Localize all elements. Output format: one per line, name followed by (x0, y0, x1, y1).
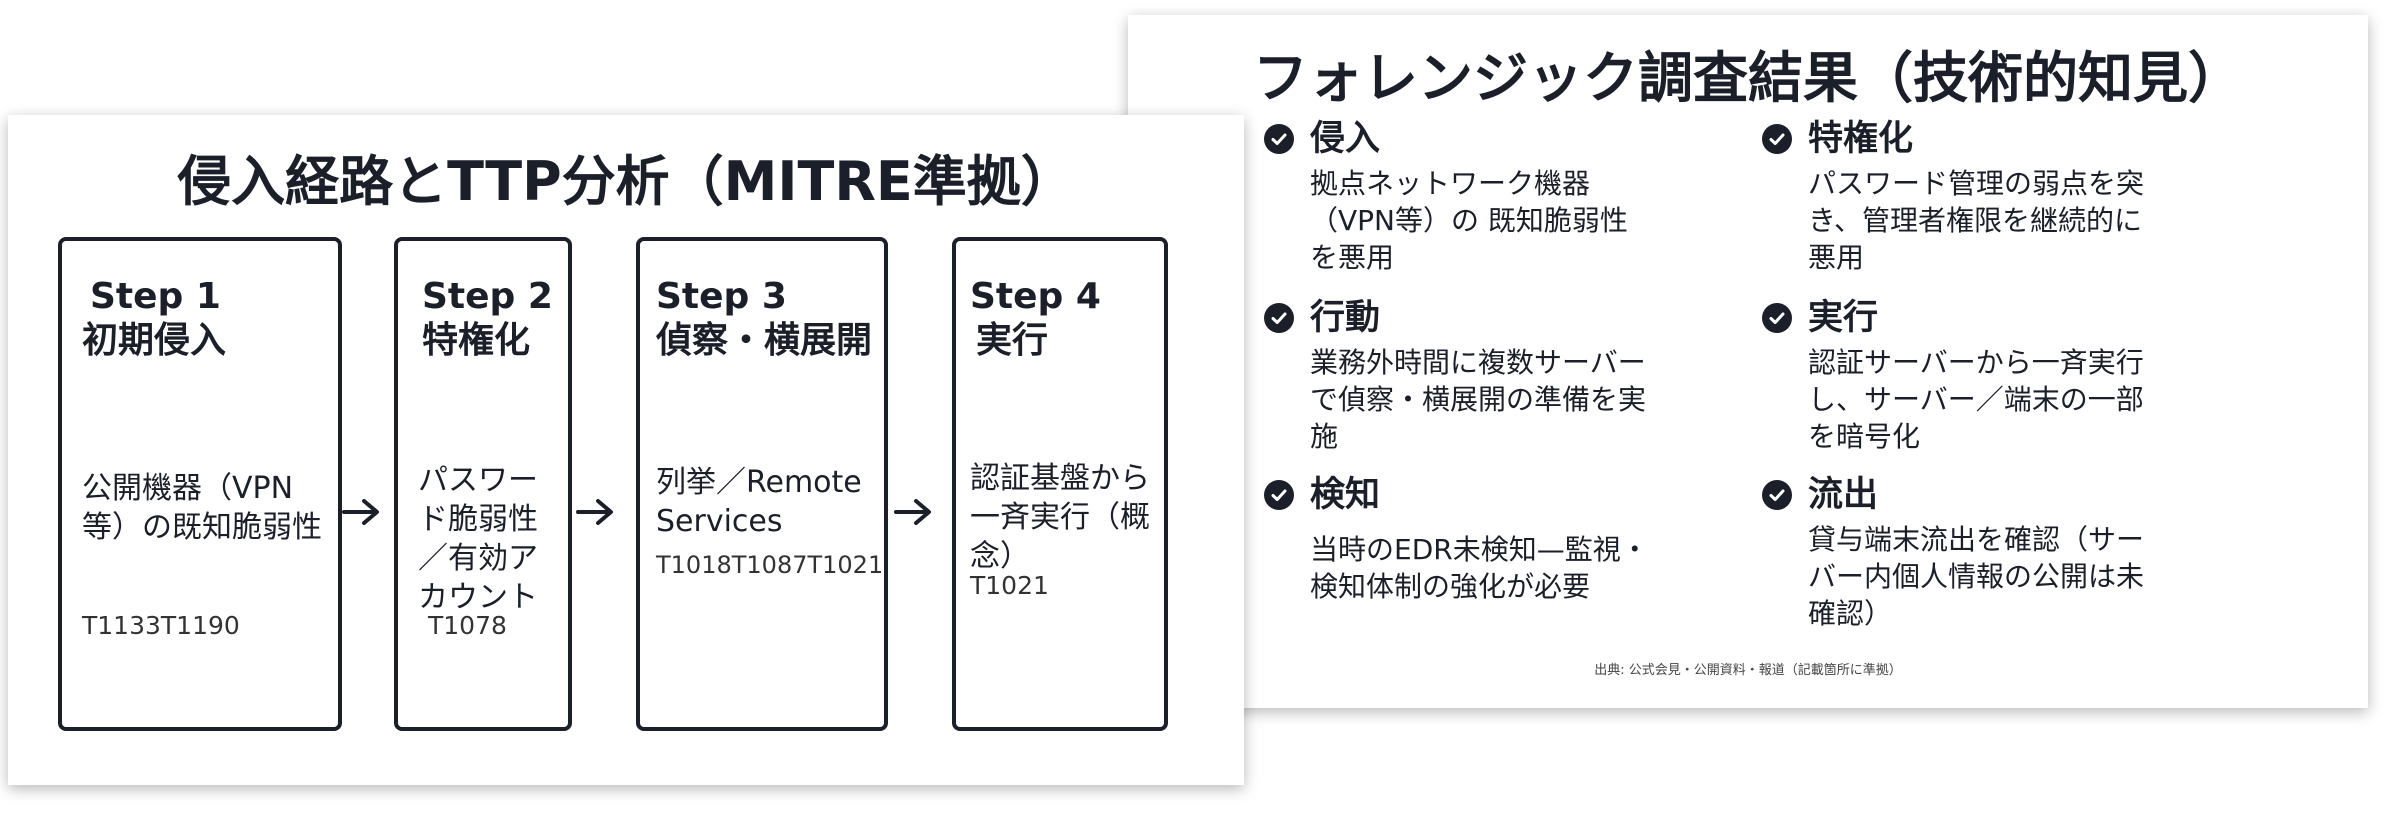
step-number: Step 2 (422, 276, 553, 317)
slide-title: フォレンジック調査結果（技術的知見） (1252, 46, 2243, 110)
check-circle-icon (1264, 124, 1294, 154)
arrow-right-icon (894, 499, 931, 525)
step-number: Step 4 (970, 276, 1101, 317)
step-name: 初期侵入 (82, 320, 227, 361)
step-description: 認証基盤から一斉実行（概念） (970, 461, 1150, 574)
check-circle-icon (1762, 480, 1792, 510)
step-description: 列挙／Remote Services (656, 465, 862, 539)
finding-activity: 行動 業務外時間に複数サーバーで偵察・横展開の準備を実施 (1264, 298, 1694, 455)
finding-body: 業務外時間に複数サーバーで偵察・横展開の準備を実施 (1310, 346, 1647, 453)
step-name: 偵察・横展開 (656, 320, 873, 361)
ttp-analysis-slide: 侵入経路とTTP分析（MITRE準拠） Step 1 初期侵入 公開機器（VPN… (8, 115, 1244, 785)
step-name: 特権化 (422, 320, 531, 361)
finding-body: 当時のEDR未検知—監視・検知体制の強化が必要 (1310, 533, 1649, 603)
step-card-1: Step 1 初期侵入 公開機器（VPN等）の既知脆弱性 T1133T1190 (58, 237, 342, 731)
step-ttp-ids: T1133T1190 (82, 611, 240, 640)
step-description: パスワード脆弱性／有効アカウント (418, 463, 538, 615)
step-ttp-ids: T1078 (428, 611, 507, 640)
finding-label: 流出 (1808, 475, 1879, 515)
step-description: 公開機器（VPN等）の既知脆弱性 (82, 471, 322, 545)
finding-label: 行動 (1310, 298, 1381, 338)
arrow-right-icon (342, 499, 379, 525)
check-circle-icon (1264, 303, 1294, 333)
check-circle-icon (1762, 303, 1792, 333)
source-note: 出典: 公式会見・公開資料・報道（記載箇所に準拠） (1594, 663, 1902, 678)
finding-label: 特権化 (1808, 119, 1914, 159)
step-ttp-ids: T1018T1087T1021 (656, 551, 884, 579)
step-card-3: Step 3 偵察・横展開 列挙／Remote Services T1018T1… (636, 237, 888, 731)
check-circle-icon (1264, 480, 1294, 510)
finding-label: 実行 (1808, 298, 1879, 338)
finding-intrusion: 侵入 拠点ネットワーク機器（VPN等）の 既知脆弱性を悪用 (1264, 119, 1694, 276)
finding-detection: 検知 当時のEDR未検知—監視・検知体制の強化が必要 (1264, 475, 1694, 605)
finding-execution: 実行 認証サーバーから一斉実行し、サーバー／端末の一部を暗号化 (1762, 298, 2192, 455)
step-name: 実行 (976, 320, 1049, 361)
step-ttp-ids: T1021 (970, 571, 1049, 600)
finding-body: パスワード管理の弱点を突き、管理者権限を継続的に悪用 (1808, 167, 2145, 274)
forensic-findings-slide: フォレンジック調査結果（技術的知見） 侵入 拠点ネットワーク機器（VPN等）の … (1128, 15, 2368, 708)
step-number: Step 3 (656, 276, 787, 317)
finding-body: 認証サーバーから一斉実行し、サーバー／端末の一部を暗号化 (1808, 346, 2144, 453)
step-number: Step 1 (90, 276, 221, 317)
step-card-2: Step 2 特権化 パスワード脆弱性／有効アカウント T1078 (394, 237, 572, 731)
finding-privilege: 特権化 パスワード管理の弱点を突き、管理者権限を継続的に悪用 (1762, 119, 2192, 276)
finding-exfiltration: 流出 貸与端末流出を確認（サーバー内個人情報の公開は未確認） (1762, 475, 2192, 632)
finding-label: 検知 (1310, 475, 1381, 515)
step-card-4: Step 4 実行 認証基盤から一斉実行（概念） T1021 (952, 237, 1168, 731)
finding-label: 侵入 (1310, 119, 1381, 159)
arrow-right-icon (576, 499, 613, 525)
check-circle-icon (1762, 124, 1792, 154)
finding-body: 貸与端末流出を確認（サーバー内個人情報の公開は未確認） (1808, 523, 2145, 630)
slide-title: 侵入経路とTTP分析（MITRE準拠） (177, 150, 1075, 213)
finding-body: 拠点ネットワーク機器（VPN等）の 既知脆弱性を悪用 (1310, 167, 1628, 274)
